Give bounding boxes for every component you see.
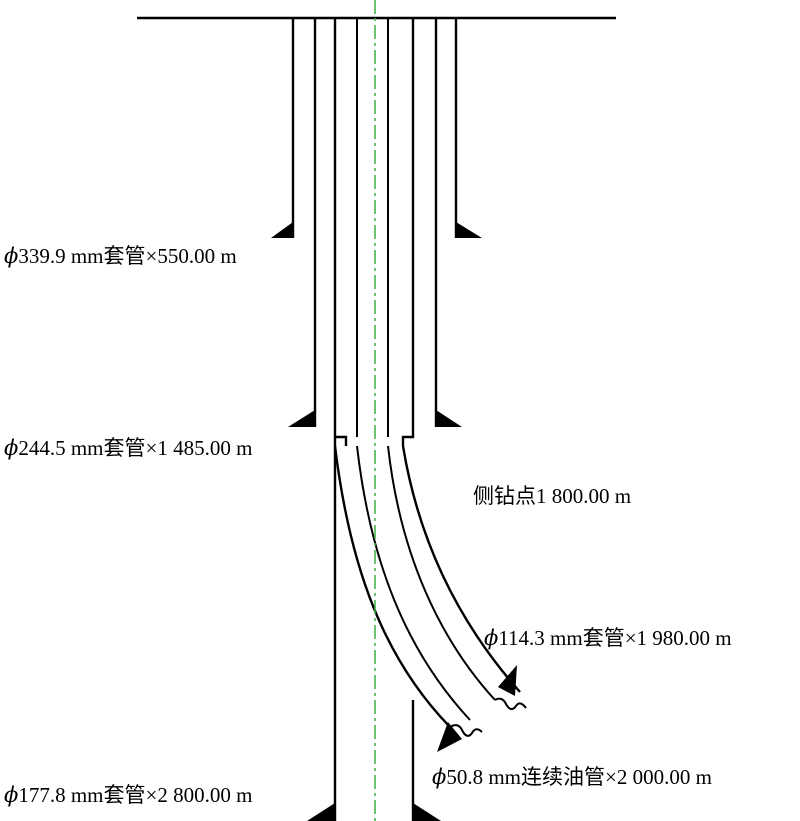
casing-244-walls [313,18,438,427]
casing-339-shoes [271,222,482,238]
casing-177-shoes [307,803,441,821]
label-coiled-tubing-50: ϕ50.8 mm连续油管×2 000.00 m [432,765,712,789]
label-sidetrack-point: 侧钻点1 800.00 m [473,484,632,508]
label-casing-114: ϕ114.3 mm套管×1 980.00 m [484,626,732,650]
casing-244-shoes [288,410,462,427]
label-casing-244: ϕ244.5 mm套管×1 485.00 m [4,436,253,460]
lateral-shoes [437,665,517,752]
label-casing-177: ϕ177.8 mm套管×2 800.00 m [4,783,253,807]
lateral-break-ends [449,697,527,737]
sidetrack-curves [333,445,521,728]
label-casing-339: ϕ339.9 mm套管×550.00 m [4,244,237,268]
casing-177-walls [333,18,415,821]
casing-339-walls [291,18,458,238]
inner-string-walls [356,18,389,437]
